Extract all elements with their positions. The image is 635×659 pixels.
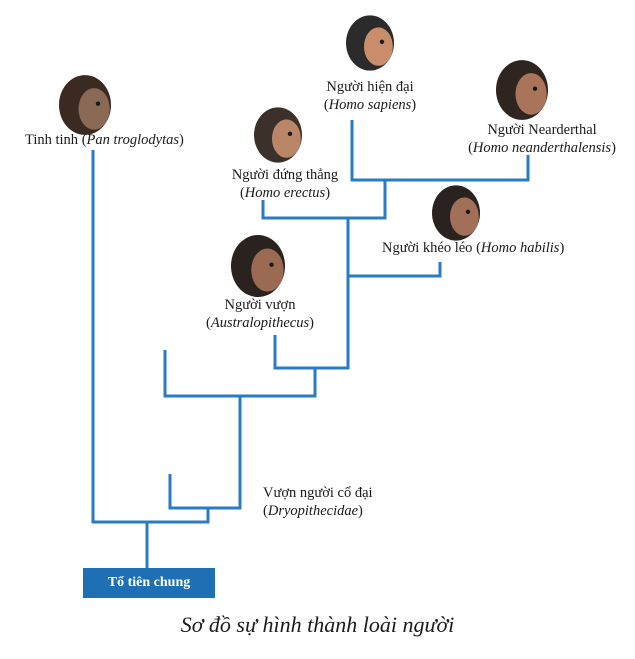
branch-australo-fork	[273, 276, 350, 370]
label-neanderthal: Người Nearderthal (Homo neanderthalensis…	[468, 122, 616, 156]
neanderthal-head-icon	[496, 60, 548, 120]
chimpanzee-head-icon	[59, 75, 111, 135]
diagram-caption: Sơ đồ sự hình thành loài người	[180, 612, 455, 637]
common-ancestor-label: Tổ tiên chung	[107, 575, 191, 590]
label-modern-human: Người hiện đại (Homo sapiens)	[323, 79, 417, 113]
australopithecus-head-icon	[231, 234, 285, 298]
branch-erectus-fork	[261, 180, 387, 220]
homo-habilis-head-icon	[432, 185, 480, 241]
branch-sapiens-neander	[350, 120, 530, 182]
label-homo-habilis: Người khéo léo (Homo habilis)	[382, 240, 565, 256]
label-australopithecus: Người vượn (Australopithecus)	[206, 297, 314, 331]
branch-dryo-fork	[168, 396, 242, 510]
label-homo-erectus: Người đứng thẳng (Homo erectus)	[231, 167, 339, 201]
branch-chimp-stem	[91, 150, 210, 524]
species-portraits	[59, 15, 548, 298]
label-dryopithecidae: Vượn người cổ đại (Dryopithecidae)	[263, 485, 373, 519]
branch-hominid-fork	[163, 350, 317, 398]
branch-habilis-fork	[348, 262, 442, 278]
modern-human-head-icon	[346, 15, 394, 71]
tree-branches	[91, 120, 530, 568]
homo-erectus-head-icon	[254, 107, 302, 163]
label-chimpanzee: Tinh tinh (Pan troglodytas)	[25, 132, 184, 148]
common-ancestor-box: Tổ tiên chung	[83, 568, 215, 598]
